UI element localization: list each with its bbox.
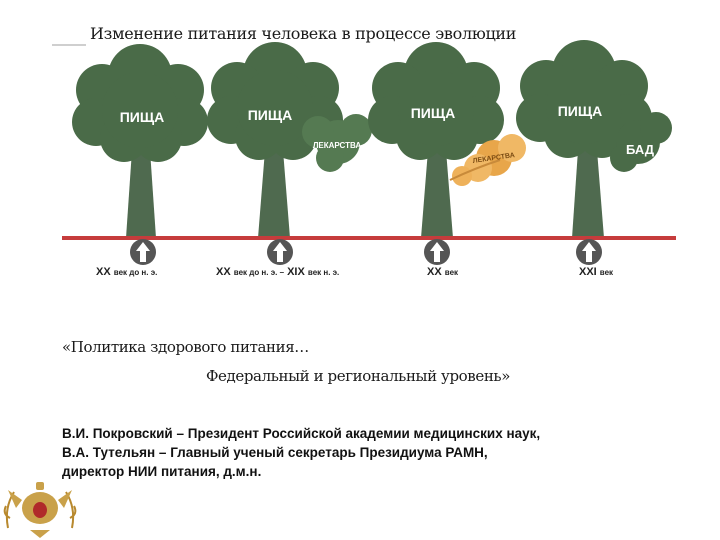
tree-trunk <box>258 150 290 238</box>
tree-crown <box>72 44 208 162</box>
arrow-icon <box>576 239 602 265</box>
era-label-3: XX век <box>427 266 459 278</box>
tree-4: ПИЩА БАД <box>516 40 672 238</box>
tree-2: ПИЩА ЛЕКАРСТВА <box>207 42 372 238</box>
era-label-2: XX век до н. э. – XIX век н. э. <box>216 266 340 278</box>
coat-of-arms-emblem-icon <box>3 482 77 538</box>
medicine-label: ЛЕКАРСТВА <box>313 141 362 150</box>
author-line: директор НИИ питания, д.м.н. <box>62 464 262 479</box>
era-label-1: XX век до н. э. <box>96 266 158 278</box>
tree-trunk <box>421 150 453 238</box>
evolution-diagram: ПИЩА ПИЩА ЛЕКАРСТВА ПИЩА ЛЕКАРСТВА <box>62 40 676 265</box>
quote-line-2: Федеральный и региональный уровень» <box>206 367 510 385</box>
author-line: В.И. Покровский – Президент Российской а… <box>62 426 541 441</box>
food-label: ПИЩА <box>248 107 293 123</box>
dry-medicine-branch <box>449 134 526 186</box>
food-label: ПИЩА <box>411 105 456 121</box>
era-arrows <box>130 239 602 265</box>
tree-crown <box>368 42 504 160</box>
tree-1: ПИЩА <box>72 44 208 238</box>
tree-3: ПИЩА ЛЕКАРСТВА <box>368 42 526 238</box>
arrow-icon <box>424 239 450 265</box>
tree-trunk <box>126 150 156 238</box>
author-line: В.А. Тутельян – Главный ученый секретарь… <box>62 445 488 460</box>
supplement-label: БАД <box>626 142 655 157</box>
decor-dash <box>52 44 86 46</box>
page-title: Изменение питания человека в процессе эв… <box>90 24 517 43</box>
food-label: ПИЩА <box>558 103 603 119</box>
medicine-branch <box>302 114 372 172</box>
tree-trunk <box>572 150 604 238</box>
ground-line <box>62 236 676 240</box>
arrow-icon <box>267 239 293 265</box>
authors-block: В.И. Покровский – Президент Российской а… <box>62 424 540 481</box>
arrow-icon <box>130 239 156 265</box>
era-label-4: XXI век <box>579 266 614 278</box>
quote-line-1: «Политика здорового питания… <box>62 338 309 356</box>
supplement-branch <box>610 112 672 172</box>
food-label: ПИЩА <box>120 109 165 125</box>
